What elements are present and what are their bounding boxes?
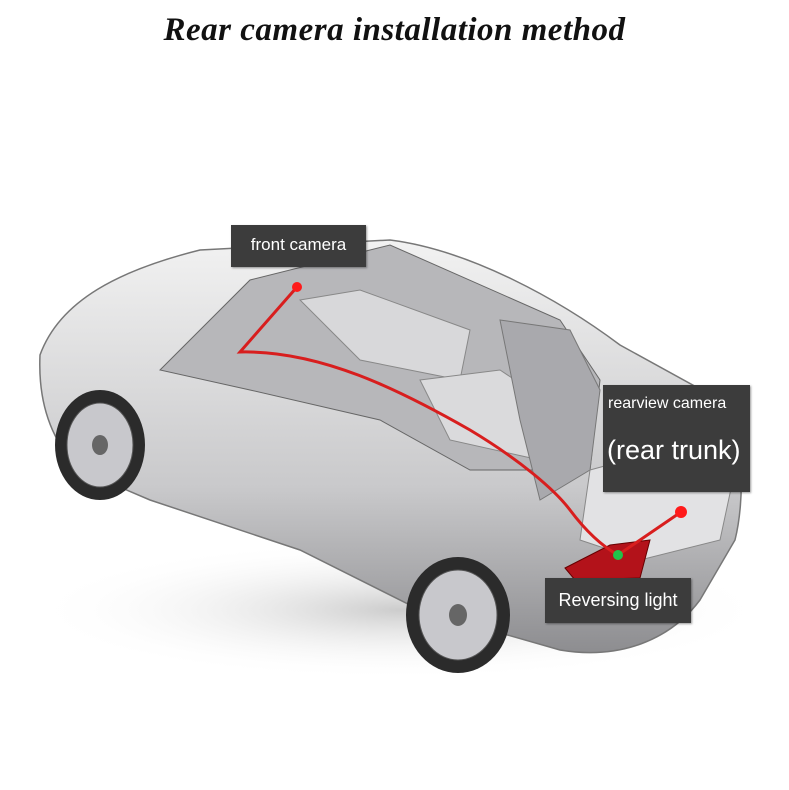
rearview-camera-text: rearview camera [608, 395, 727, 412]
reversing-light-dot [613, 550, 623, 560]
rear-trunk-text: (rear trunk) [607, 435, 741, 465]
seats [298, 289, 471, 381]
rearview-camera-label: rearview camera (rear trunk) [603, 385, 750, 492]
front-wheel [55, 390, 145, 500]
rear-wheel [406, 557, 510, 673]
front-camera-label: front camera [231, 225, 366, 267]
rear-camera-dot [675, 506, 687, 518]
front-camera-dot [292, 282, 302, 292]
reversing-light-label: Reversing light [545, 578, 691, 623]
camera-wire [236, 286, 682, 557]
page-title: Rear camera installation method [163, 12, 626, 48]
